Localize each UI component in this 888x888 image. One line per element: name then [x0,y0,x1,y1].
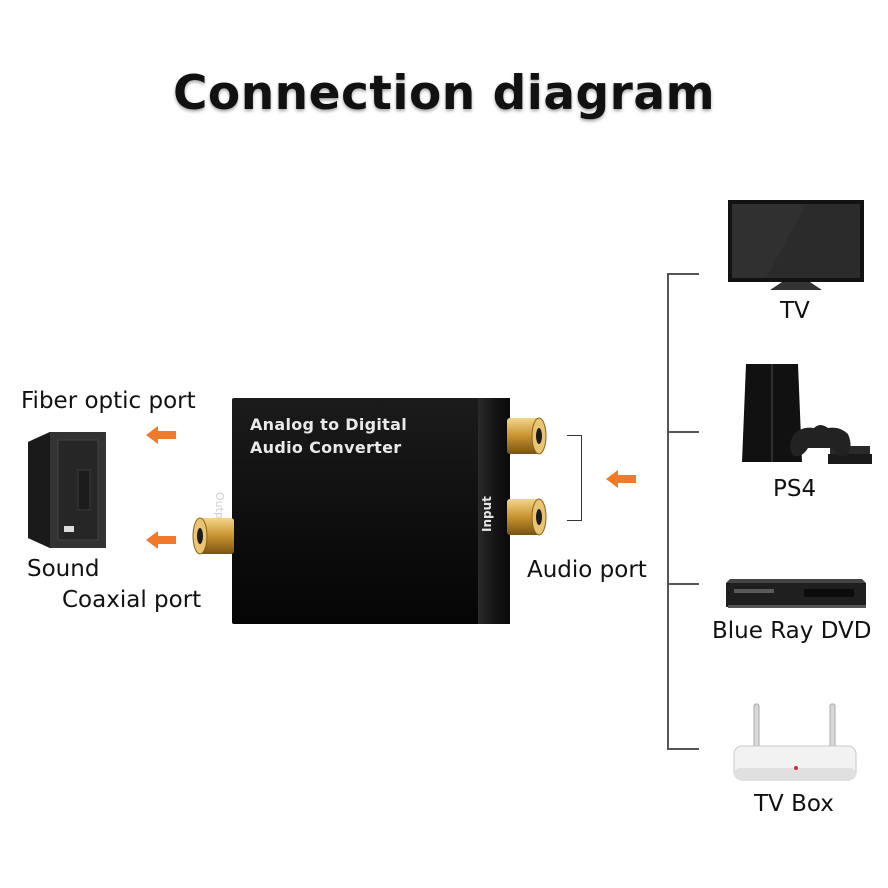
tv-icon [728,200,864,290]
converter-side-panel [478,398,510,624]
device-tree-branch-tvbox [667,748,699,750]
device-tree-branch-tv [667,273,699,275]
input-bracket [567,435,582,521]
converter-label-line1: Analog to Digital [250,415,408,434]
converter-label: Analog to Digital Audio Converter [250,413,407,459]
rca-input-top-icon [507,417,547,455]
bluray-player-icon [726,579,866,608]
sound-label: Sound [27,556,100,582]
converter-label-line2: Audio Converter [250,438,402,457]
converter-body [232,398,482,624]
device-label-tv: TV [780,298,810,324]
tv-box-icon [733,703,857,781]
coaxial-connector-icon [192,517,234,555]
device-tree-branch-dvd [667,583,699,585]
fiber-optic-port-label: Fiber optic port [21,388,196,414]
audio-arrow-icon [606,470,636,488]
device-tree-trunk [667,273,669,749]
diagram-title: Connection diagram [172,66,716,121]
speaker-icon [28,432,106,548]
coaxial-port-label: Coaxial port [62,587,202,613]
device-label-ps4: PS4 [773,476,817,502]
device-label-tv-box: TV Box [754,791,834,817]
rca-input-bottom-icon [507,498,547,536]
device-label-bluray: Blue Ray DVD [712,618,872,644]
device-tree-branch-ps4 [667,431,699,433]
fiber-arrow-icon [146,426,176,444]
ps4-icon [742,364,872,464]
input-label: Input [480,496,494,532]
coaxial-arrow-icon [146,531,176,549]
audio-port-label: Audio port [527,557,647,583]
